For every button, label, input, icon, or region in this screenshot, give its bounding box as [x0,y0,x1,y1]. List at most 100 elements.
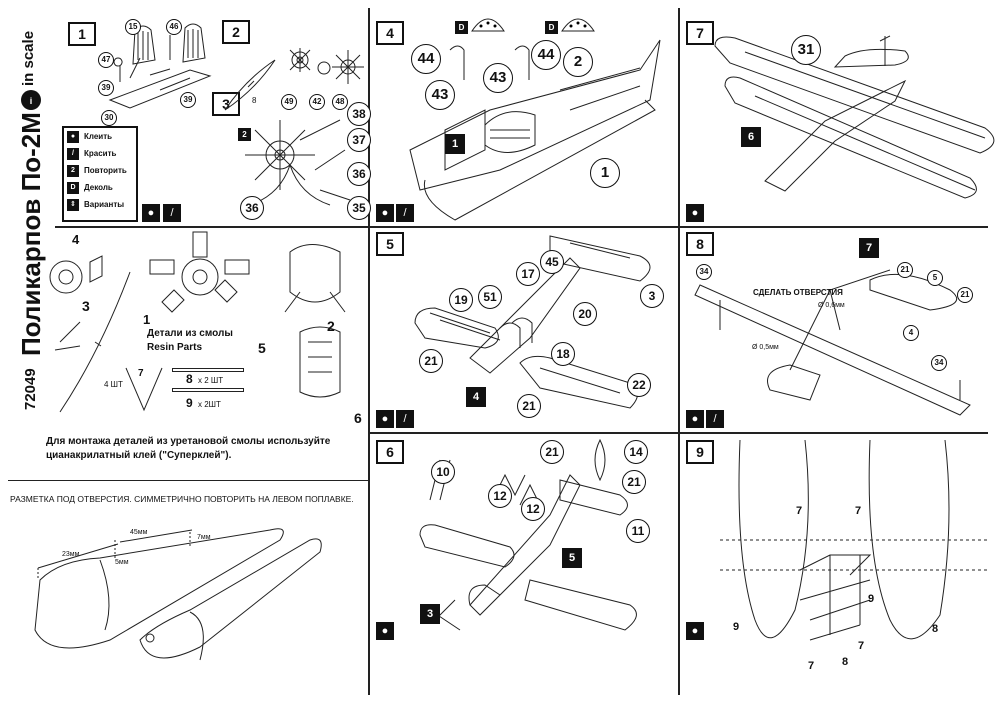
part-callout: 42 [309,94,325,110]
glue-drop-icon: ● [686,622,704,640]
subassembly-block: 5 [562,548,582,568]
part-callout: 36 [240,196,264,220]
part-label: 8 [252,96,257,105]
glue-drop-icon: ● [686,204,704,222]
part-label: 7 [808,660,815,672]
decal-mark: D [455,21,468,34]
float-drawing [34,528,322,661]
hole-diameter: Ø 0,6мм [818,302,845,309]
part-callout: 37 [347,128,371,152]
step-number: 4 [376,21,404,45]
part-callout: 18 [551,342,575,366]
resin-note-line2: цианакрилатный клей ("Суперклей"). [46,450,232,461]
panel-divider [55,226,368,228]
part-callout: 21 [957,287,973,303]
instrument-panel-drawing [561,18,595,32]
repeat-mark: 2 [238,128,251,141]
panel-divider [8,480,368,481]
kit-number: 72049 [22,368,39,410]
panel-divider [368,8,370,695]
v-part-number: 7 [138,368,144,379]
part-callout: 10 [431,460,455,484]
part-callout: 19 [449,288,473,312]
part-8-count: х 2 ШТ [198,376,224,385]
seat-assembly-drawing [108,23,212,109]
part-8-number: 8 [186,372,193,386]
part-label: 8 [932,623,939,635]
instrument-panel-drawing [471,18,505,32]
panel-divider [370,432,988,434]
subassembly-block: 1 [445,134,465,154]
part-callout: 46 [166,19,182,35]
legend-row: ●Клеить [64,128,136,145]
dimension-label: 7мм [197,534,211,541]
biplane-drawing-step7 [714,35,995,199]
part-callout: 22 [627,373,651,397]
part-callout: 36 [347,162,371,186]
legend-row: ⇕Варианты [64,196,136,213]
glue-drop-icon: ● [67,130,79,143]
paint-brush-icon: / [706,410,724,428]
part-callout: 47 [98,52,114,68]
part-9-bar [172,388,244,392]
paint-brush-icon: / [396,204,414,222]
part-label: 8 [842,656,849,668]
part-callout: 20 [573,302,597,326]
v-strut-drawing [125,367,163,412]
subassembly-block: 3 [420,604,440,624]
paint-brush-icon: / [163,204,181,222]
subassembly-block: 7 [859,238,879,258]
part-9-number: 9 [186,396,193,410]
v-part-count: 4 ШТ [104,380,123,389]
part-8-bar [172,368,244,372]
subassembly-block: 6 [741,127,761,147]
part-callout: 39 [98,80,114,96]
part-callout: 44 [411,44,441,74]
float-marking-title: РАЗМЕТКА ПОД ОТВЕРСТИЯ. СИММЕТРИЧНО ПОВТ… [10,494,354,504]
step-number: 1 [68,22,96,46]
part-label: 7 [796,505,803,517]
part-callout: 12 [521,497,545,521]
part-callout: 15 [125,19,141,35]
dimension-label: 23мм [62,551,80,558]
page-title: Поликарпов По-2М [16,112,46,356]
part-callout: 21 [622,470,646,494]
part-callout: 21 [517,394,541,418]
part-callout: 17 [516,262,540,286]
part-callout: 21 [540,440,564,464]
part-callout: 14 [624,440,648,464]
airframe-drawing-step5 [414,235,651,409]
decal-icon: D [67,181,79,194]
decal-mark: D [545,21,558,34]
part-callout: 34 [931,355,947,371]
step-number: 5 [376,232,404,256]
fuselage-drawing-step4 [409,39,661,221]
part-callout: 3 [640,284,664,308]
part-callout: 45 [540,250,564,274]
dimension-label: 45мм [130,529,148,536]
repeat-square-icon: 2 [67,164,79,177]
legend-row: /Красить [64,145,136,162]
panel-divider [678,8,680,695]
part-label: 9 [868,593,875,605]
part-callout: 31 [791,35,821,65]
glue-drop-icon: ● [142,204,160,222]
svg-text:i: i [30,96,33,106]
part-callout: 34 [696,264,712,280]
holes-instruction: СДЕЛАТЬ ОТВЕРСТИЯ [753,288,843,297]
resin-note-line1: Для монтажа деталей из уретановой смолы … [46,436,331,447]
part-callout: 30 [101,110,117,126]
part-callout: 2 [563,47,593,77]
part-callout: 48 [332,94,348,110]
step-number: 9 [686,440,714,464]
part-callout: 21 [897,262,913,278]
part-callout: 5 [927,270,943,286]
part-callout: 43 [483,63,513,93]
side-title: i in scale Поликарпов По-2М 72049 [16,31,46,410]
part-callout: 51 [478,285,502,309]
paint-brush-icon: / [396,410,414,428]
part-label: 9 [733,621,740,633]
